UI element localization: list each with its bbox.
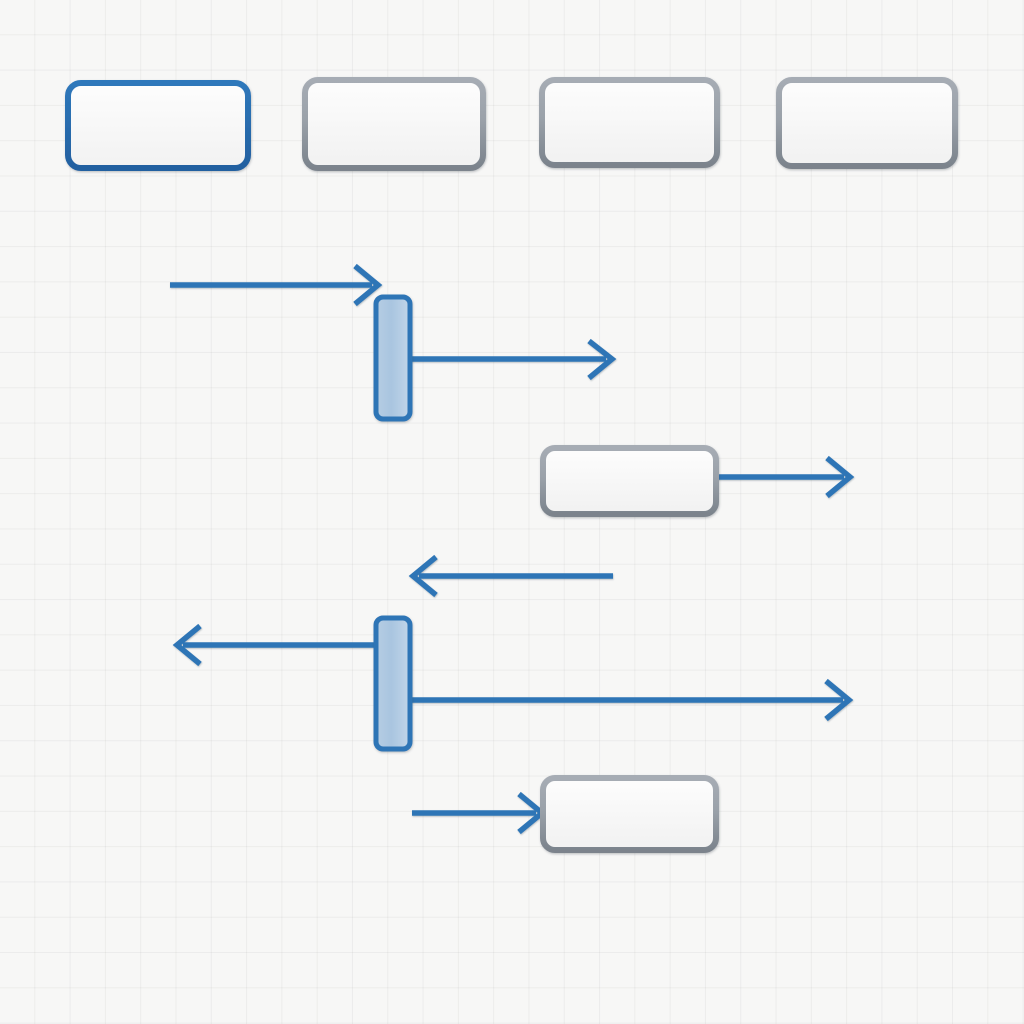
activation-bar-a2[interactable] bbox=[373, 615, 413, 752]
message-m7[interactable] bbox=[412, 791, 547, 835]
messages-layer bbox=[170, 263, 855, 835]
message-m1[interactable] bbox=[170, 263, 383, 307]
message-m5[interactable] bbox=[172, 623, 376, 667]
message-m3[interactable] bbox=[716, 455, 855, 499]
message-m6[interactable] bbox=[406, 678, 854, 722]
note-box-n1[interactable] bbox=[540, 445, 719, 517]
activation-bar-a1[interactable] bbox=[373, 294, 413, 422]
notes-layer bbox=[540, 445, 719, 853]
message-m2[interactable] bbox=[406, 338, 617, 381]
participant-box-p1[interactable] bbox=[65, 80, 251, 171]
note-box-n2[interactable] bbox=[540, 775, 719, 853]
lifelines-layer bbox=[154, 165, 868, 932]
participant-box-p4[interactable] bbox=[776, 77, 958, 169]
activations-layer bbox=[373, 294, 413, 752]
participant-box-p2[interactable] bbox=[302, 77, 486, 171]
participants-layer bbox=[65, 77, 958, 171]
message-m4[interactable] bbox=[408, 554, 613, 598]
participant-box-p3[interactable] bbox=[539, 77, 720, 168]
